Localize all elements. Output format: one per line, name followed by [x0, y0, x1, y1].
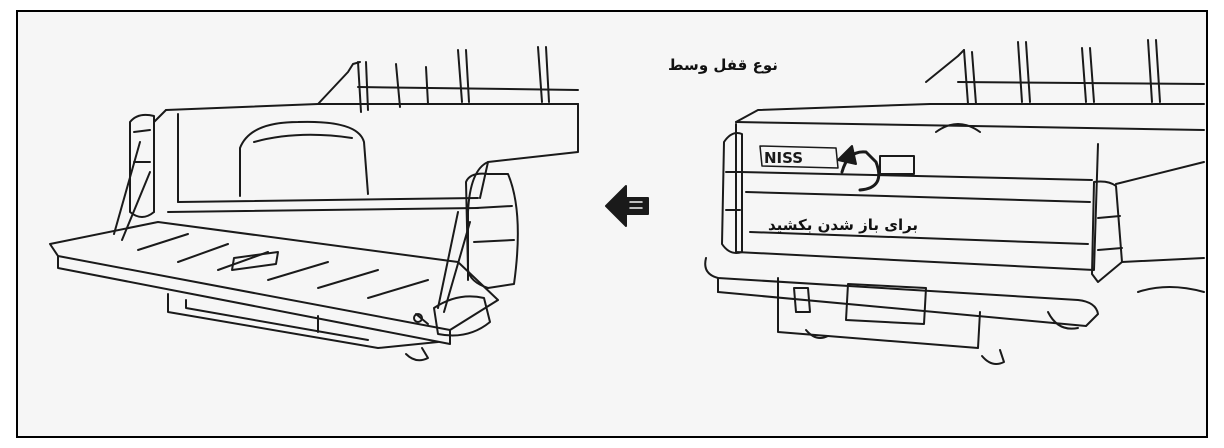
pull-to-open-label: برای باز شدن بکشید	[768, 216, 918, 234]
truck-bed-open-tailgate	[50, 47, 578, 360]
truck-bed-closed-tailgate: NISS	[705, 40, 1204, 364]
lock-type-label: نوع قفل وسط	[668, 56, 778, 74]
tailgate-badge-text: NISS	[764, 149, 803, 167]
direction-arrow-icon	[606, 186, 648, 226]
truck-bed-illustration: NISS	[18, 12, 1206, 436]
diagram-frame: NISS نوع قفل وسط برای باز	[16, 10, 1208, 438]
